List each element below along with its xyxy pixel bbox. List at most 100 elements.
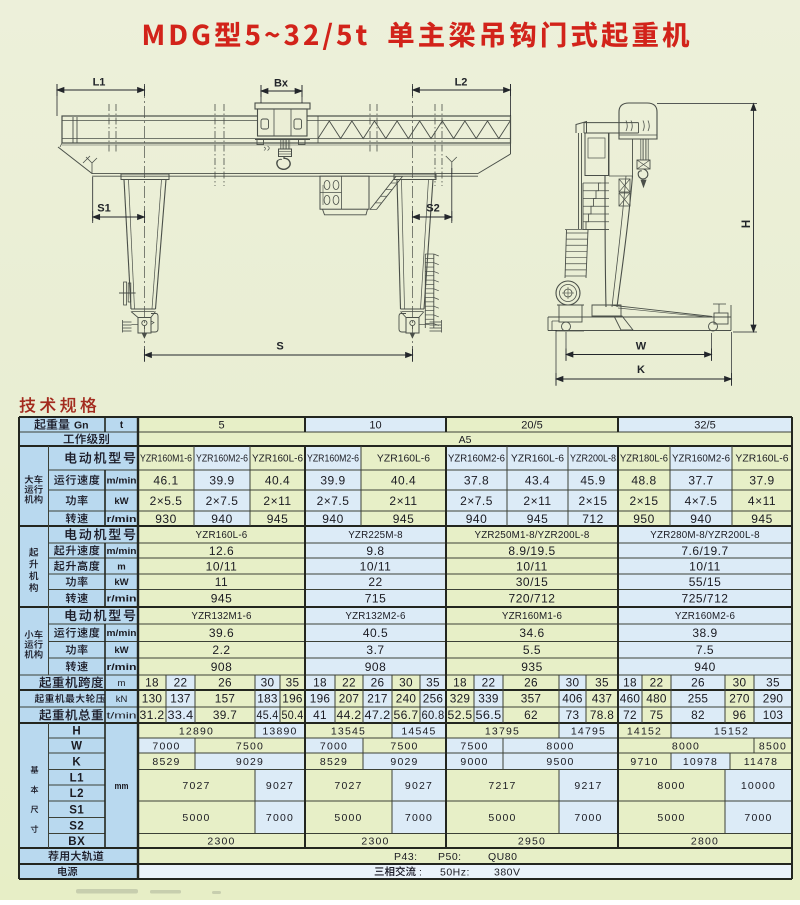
svg-text:380V: 380V: [494, 866, 521, 878]
svg-text:13795: 13795: [485, 725, 520, 737]
svg-text:YZR160L-6: YZR160L-6: [511, 454, 565, 465]
svg-text:4×7.5: 4×7.5: [685, 494, 718, 508]
svg-text:75: 75: [650, 708, 664, 722]
svg-text:5000: 5000: [182, 812, 210, 824]
svg-text:QU80: QU80: [488, 851, 517, 863]
svg-text:10000: 10000: [741, 780, 776, 792]
svg-text:L2: L2: [70, 788, 84, 800]
svg-text:22: 22: [368, 575, 382, 589]
svg-text:kN: kN: [116, 694, 128, 705]
svg-text:196: 196: [310, 692, 331, 706]
svg-text:50.4: 50.4: [282, 708, 304, 722]
svg-text:9500: 9500: [546, 756, 574, 768]
svg-text:7217: 7217: [488, 780, 516, 792]
svg-text:35: 35: [286, 676, 300, 690]
svg-text:950: 950: [633, 512, 655, 526]
svg-text:940: 940: [466, 512, 488, 526]
svg-text:22: 22: [342, 676, 356, 690]
svg-text:5000: 5000: [488, 812, 516, 824]
svg-text:7000: 7000: [152, 740, 180, 752]
svg-text:18: 18: [145, 676, 159, 690]
svg-text:940: 940: [211, 512, 233, 526]
svg-text:22: 22: [174, 676, 188, 690]
svg-text:34.6: 34.6: [519, 626, 544, 640]
svg-text:8000: 8000: [546, 740, 574, 752]
svg-text:935: 935: [521, 660, 543, 674]
svg-text:S: S: [276, 341, 283, 353]
svg-text:K: K: [637, 364, 645, 376]
svg-text:33.4: 33.4: [168, 708, 194, 722]
svg-text:39.6: 39.6: [209, 626, 234, 640]
svg-text:YZR225M-8: YZR225M-8: [348, 530, 403, 541]
svg-text:52.5: 52.5: [448, 708, 473, 722]
svg-text:r/min: r/min: [107, 594, 137, 605]
svg-text:30: 30: [733, 676, 747, 690]
svg-text:255: 255: [688, 692, 709, 706]
svg-text:A5: A5: [459, 434, 472, 446]
svg-text:YZR132M1-6: YZR132M1-6: [191, 611, 252, 622]
svg-text:40.4: 40.4: [265, 473, 290, 487]
svg-text:P50:: P50:: [438, 851, 462, 863]
svg-text:45.4: 45.4: [257, 708, 279, 722]
svg-text:30: 30: [261, 676, 275, 690]
svg-text:196: 196: [282, 692, 303, 706]
svg-text:r/min: r/min: [107, 662, 137, 673]
svg-text:YZR160M2-6: YZR160M2-6: [307, 454, 359, 465]
svg-text:2.2: 2.2: [212, 643, 230, 657]
svg-text:9710: 9710: [630, 756, 658, 768]
svg-text:9217: 9217: [574, 780, 602, 792]
svg-text:437: 437: [592, 692, 613, 706]
svg-text:12890: 12890: [179, 725, 214, 737]
svg-text:10978: 10978: [683, 756, 718, 768]
svg-text:2300: 2300: [361, 836, 389, 848]
svg-text:YZR160M2-6: YZR160M2-6: [196, 454, 248, 465]
svg-text:908: 908: [365, 660, 387, 674]
svg-text:YZR160M2-6: YZR160M2-6: [675, 611, 736, 622]
svg-text:37.9: 37.9: [749, 473, 774, 487]
svg-text:14152: 14152: [627, 725, 662, 737]
svg-text:m/min: m/min: [107, 475, 137, 486]
svg-text:YZR280M-8/YZR200L-8: YZR280M-8/YZR200L-8: [650, 530, 760, 541]
svg-text:8529: 8529: [152, 756, 180, 768]
svg-text:YZR160M1-6: YZR160M1-6: [502, 611, 563, 622]
svg-text:62: 62: [524, 708, 538, 722]
svg-text:YZR200L-8: YZR200L-8: [570, 454, 616, 465]
svg-text:YZR160L-6: YZR160L-6: [252, 454, 304, 465]
svg-text:9027: 9027: [266, 780, 294, 792]
svg-text:5000: 5000: [657, 812, 685, 824]
svg-text:mm: mm: [115, 781, 129, 792]
svg-text:240: 240: [396, 692, 417, 706]
svg-text:137: 137: [170, 692, 191, 706]
svg-text:9000: 9000: [460, 756, 488, 768]
svg-text:40.4: 40.4: [391, 473, 416, 487]
svg-text:K: K: [72, 756, 81, 768]
svg-text:13545: 13545: [331, 725, 366, 737]
svg-text:73: 73: [566, 708, 580, 722]
svg-text:t/min: t/min: [107, 710, 137, 721]
svg-text:kW: kW: [114, 496, 128, 507]
svg-text:W: W: [636, 341, 647, 353]
svg-text:30: 30: [399, 676, 413, 690]
svg-text:217: 217: [367, 692, 388, 706]
svg-text:22: 22: [650, 676, 664, 690]
svg-text:2800: 2800: [691, 836, 719, 848]
svg-text:8.9/19.5: 8.9/19.5: [508, 544, 555, 558]
svg-text:256: 256: [423, 692, 444, 706]
svg-text:290: 290: [763, 692, 784, 706]
svg-text:72: 72: [623, 708, 637, 722]
svg-text:9029: 9029: [390, 756, 418, 768]
svg-text:37.7: 37.7: [688, 473, 713, 487]
svg-text:YZR160M1-6: YZR160M1-6: [140, 454, 192, 465]
svg-text:8500: 8500: [759, 740, 787, 752]
svg-text:3.7: 3.7: [366, 643, 384, 657]
svg-text:YZR160L-6: YZR160L-6: [735, 454, 789, 465]
svg-text:130: 130: [142, 692, 163, 706]
svg-text:183: 183: [257, 692, 278, 706]
svg-text:7000: 7000: [320, 740, 348, 752]
svg-text:7000: 7000: [744, 812, 772, 824]
svg-text:7500: 7500: [236, 740, 264, 752]
svg-text:2×5.5: 2×5.5: [150, 494, 183, 508]
svg-text:7027: 7027: [182, 780, 210, 792]
svg-text:2×11: 2×11: [523, 494, 551, 508]
svg-text:10/11: 10/11: [206, 559, 238, 573]
